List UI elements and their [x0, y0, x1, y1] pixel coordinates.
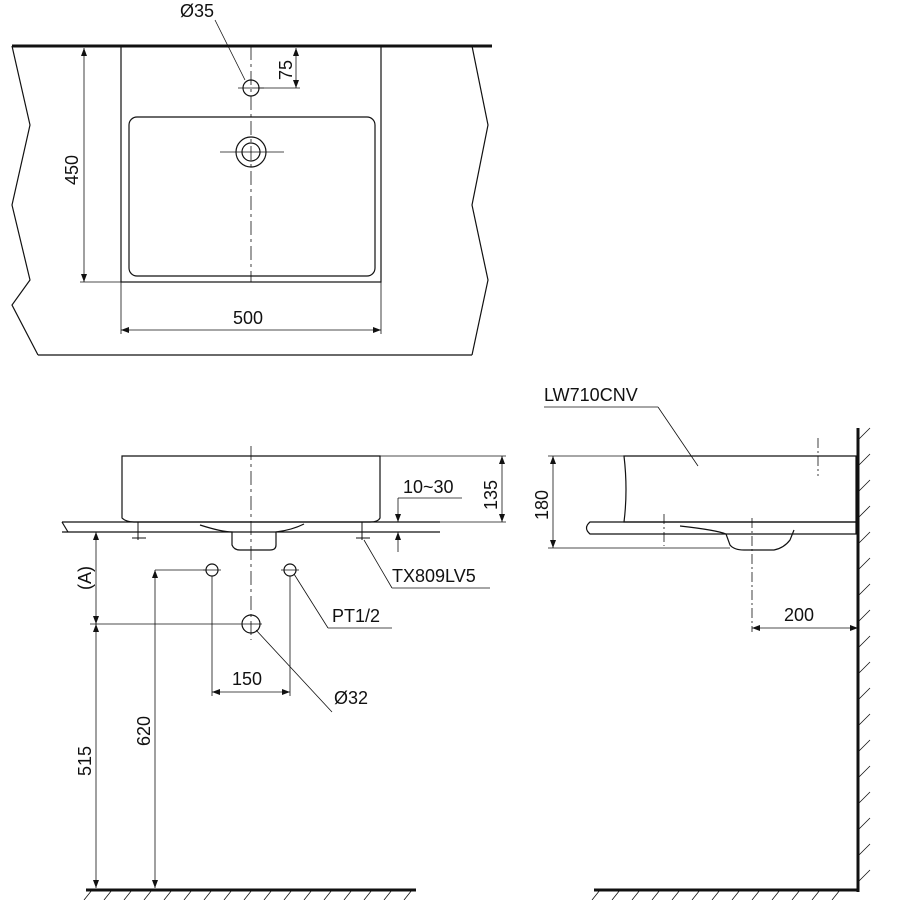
arrow-620-bottom	[152, 880, 158, 888]
label-tx809: TX809LV5	[392, 566, 476, 586]
arrow-75-top	[293, 48, 299, 56]
side-view: 180 200 LW710CNV	[532, 385, 871, 900]
label-200: 200	[784, 605, 814, 625]
arrow-515-top	[93, 624, 99, 632]
label-500: 500	[233, 308, 263, 328]
arrow-180-top	[550, 456, 556, 464]
leader-pt12	[293, 573, 329, 629]
drain-side	[679, 525, 795, 551]
label-180: 180	[532, 490, 552, 520]
plan-view: Ø35 75 450 500	[11, 1, 492, 356]
label-d32: Ø32	[334, 688, 368, 708]
label-pt12: PT1/2	[332, 606, 380, 626]
arrow-a-top	[93, 532, 99, 540]
arrow-450-bottom	[81, 274, 87, 282]
label-450: 450	[62, 155, 82, 185]
floor-right-hatch	[591, 889, 841, 900]
leader-d32	[255, 629, 333, 713]
arrow-200-right	[850, 625, 858, 631]
label-75: 75	[276, 60, 296, 80]
arrow-135-top	[499, 456, 505, 464]
leader-d35	[214, 19, 246, 81]
label-1030: 10~30	[403, 477, 454, 497]
basin-bowl	[128, 116, 376, 277]
arrow-200-left	[752, 625, 760, 631]
arrow-135-bottom	[499, 514, 505, 522]
arrow-150-right	[282, 689, 290, 695]
label-620: 620	[134, 716, 154, 746]
arrow-180-bottom	[550, 540, 556, 548]
arrow-75-bottom	[293, 80, 299, 88]
arrow-515-bottom	[93, 880, 99, 888]
arrow-150-left	[212, 689, 220, 695]
label-135: 135	[481, 480, 501, 510]
basin-side	[623, 455, 857, 523]
arrow-500-right	[373, 327, 381, 333]
floor-left-hatch	[83, 889, 413, 900]
arrow-a-bottom	[93, 616, 99, 624]
counter-break-left	[61, 521, 69, 533]
drain-body	[199, 523, 305, 551]
label-515: 515	[75, 746, 95, 776]
arrow-620-top	[152, 570, 158, 578]
leader-model	[657, 406, 699, 467]
leader-tx809	[363, 539, 393, 589]
arrow-1030-top	[395, 514, 401, 522]
counter-side	[585, 521, 857, 535]
label-150: 150	[232, 669, 262, 689]
label-model: LW710CNV	[544, 385, 638, 405]
wall-hatch	[857, 427, 871, 883]
front-view: 135 10~30 TX809LV5 PT1/2 Ø32 150	[61, 446, 506, 900]
arrow-450-top	[81, 48, 87, 56]
counter-right-edge	[471, 45, 489, 356]
label-d35: Ø35	[180, 1, 214, 21]
arrow-500-left	[121, 327, 129, 333]
arrow-1030-bottom	[395, 532, 401, 540]
label-a: (A)	[75, 566, 95, 590]
counter-left-edge	[11, 45, 39, 356]
